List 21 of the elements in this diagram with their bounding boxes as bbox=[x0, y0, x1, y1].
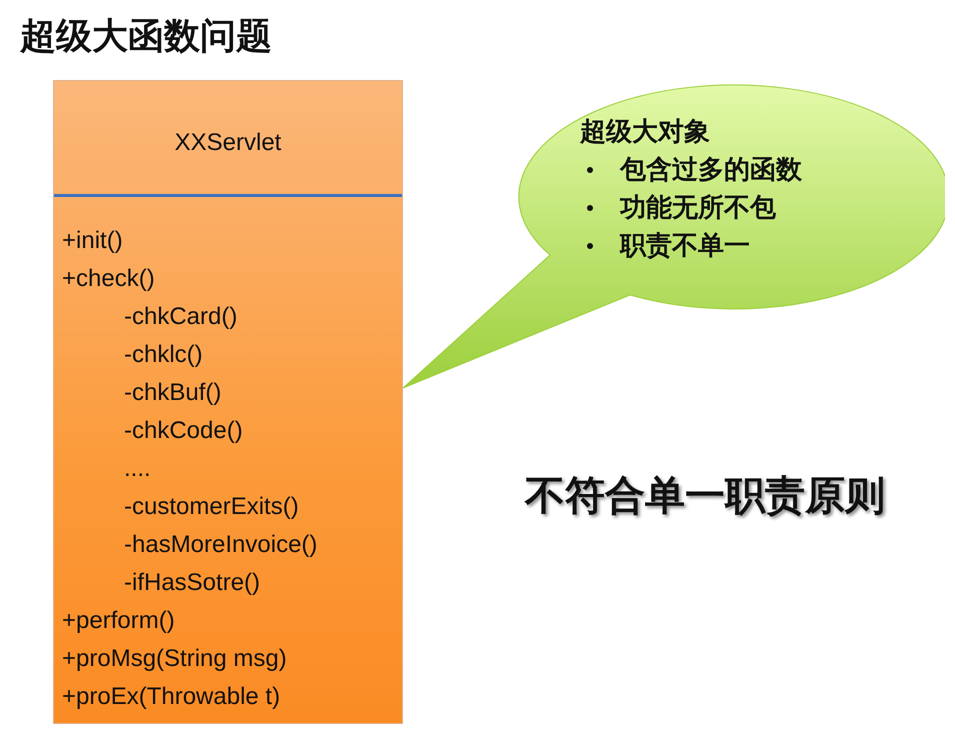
method-text: -chkCode() bbox=[124, 416, 243, 446]
method-text: +perform() bbox=[62, 606, 175, 636]
bullet-text: 功能无所不包 bbox=[620, 191, 776, 223]
class-box bbox=[53, 80, 403, 724]
conclusion-text: 不符合单一职责原则 bbox=[525, 473, 885, 520]
method-text: +proMsg(String msg) bbox=[62, 644, 287, 674]
bubble-heading: 超级大对象 bbox=[580, 115, 710, 147]
method-text: +check() bbox=[62, 264, 155, 294]
bullet-text: 职责不单一 bbox=[620, 229, 750, 261]
title-text: 超级大函数问题 bbox=[20, 14, 272, 58]
method-text: -customerExits() bbox=[124, 492, 299, 522]
method-text: +proEx(Throwable t) bbox=[62, 682, 280, 712]
bullet-text: 包含过多的函数 bbox=[620, 153, 802, 185]
method-text: -chkCard() bbox=[124, 302, 238, 332]
method-text: -hasMoreInvoice() bbox=[124, 530, 318, 560]
method-text: +init() bbox=[62, 226, 123, 256]
method-text: -chklc() bbox=[124, 340, 203, 370]
method-text: -ifHasSotre() bbox=[124, 568, 260, 598]
method-text: .... bbox=[124, 454, 151, 484]
method-text: -chkBuf() bbox=[124, 378, 222, 408]
class-name: XXServlet bbox=[174, 129, 282, 157]
